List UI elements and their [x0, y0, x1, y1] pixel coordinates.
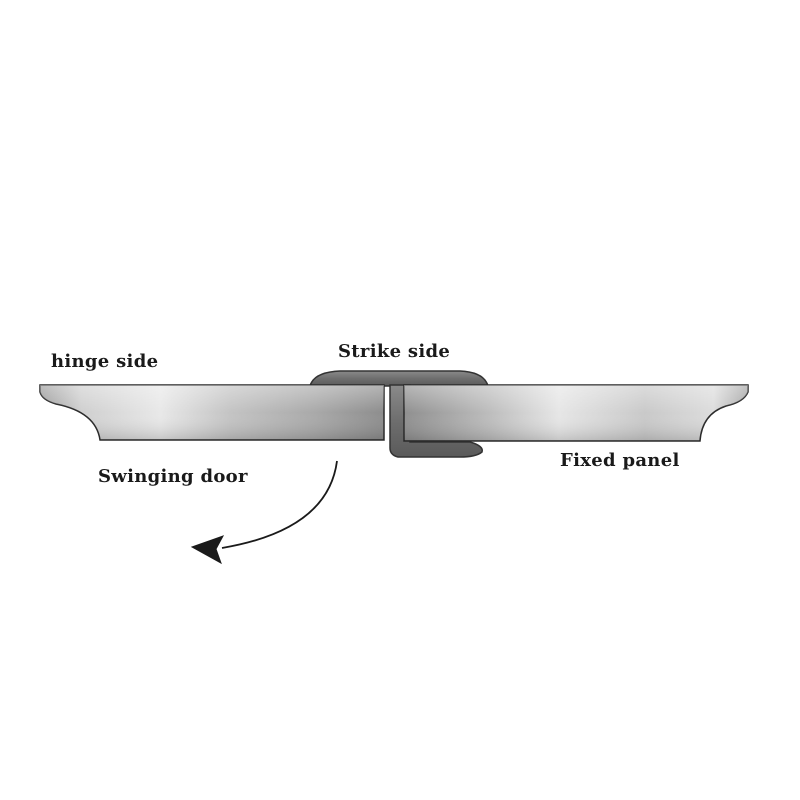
swinging-door-label: Swinging door: [98, 466, 248, 487]
swinging-door-glass: [39, 384, 385, 441]
seal-top-cap: [309, 370, 489, 387]
fixed-panel-glass: [403, 384, 749, 442]
swing-arrow-head: [190, 535, 225, 565]
strike-side-label: Strike side: [338, 341, 451, 362]
fixed-panel-label: Fixed panel: [560, 450, 680, 471]
swing-arrow-curve: [221, 460, 338, 549]
hinge-side-label: hinge side: [51, 351, 159, 372]
